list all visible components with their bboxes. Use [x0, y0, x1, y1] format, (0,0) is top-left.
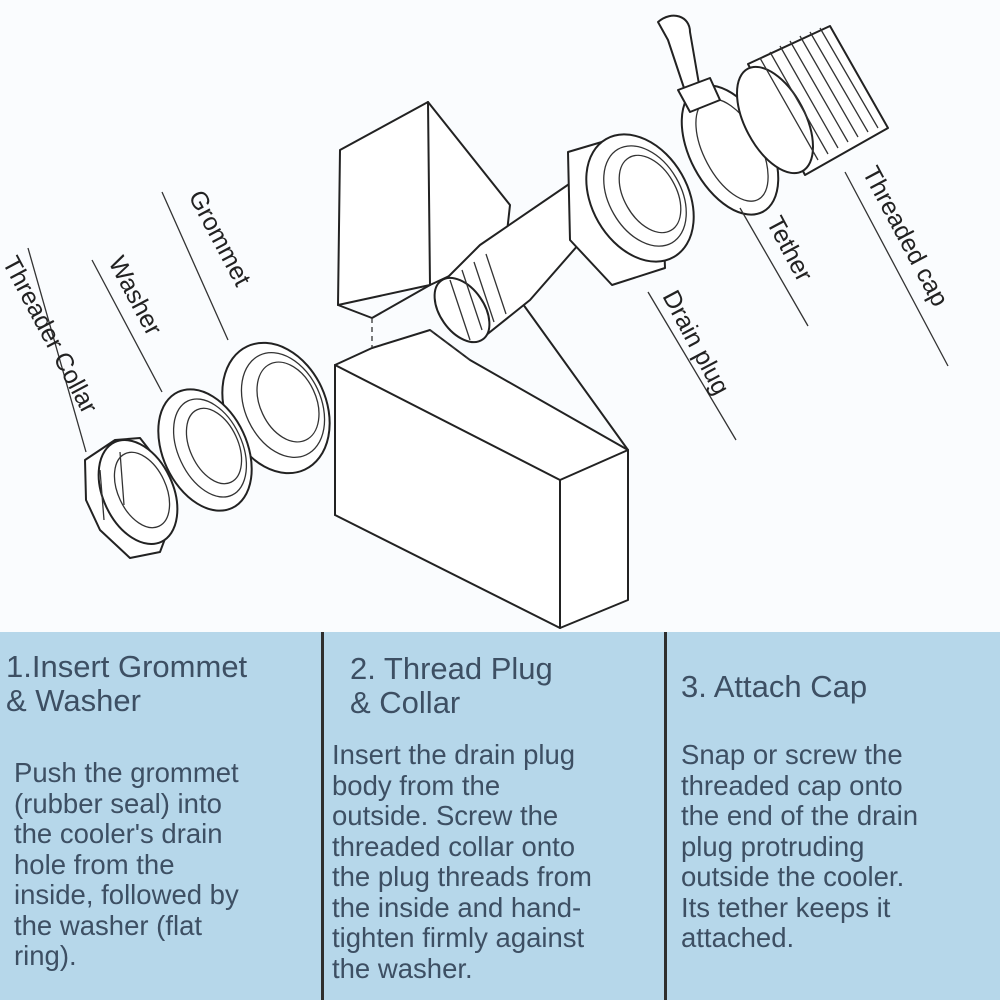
label-tether: Tether: [761, 212, 818, 286]
step-2: 2. Thread Plug & Collar Insert the drain…: [324, 632, 664, 1000]
step-1: 1.Insert Grommet & Washer Push the gromm…: [0, 632, 322, 1000]
diagram-illustration: Threader Collar Washer Grommet Drain plu…: [0, 14, 954, 629]
exploded-diagram: Threader Collar Washer Grommet Drain plu…: [0, 14, 954, 629]
grommet-part: [221, 341, 331, 475]
leader-lines: [27, 171, 949, 453]
step-3-text: Snap or screw the threaded cap onto the …: [681, 739, 918, 953]
label-washer: Washer: [103, 252, 168, 340]
column-divider-2: [664, 632, 667, 1000]
label-grommet: Grommet: [183, 186, 257, 291]
step-1-title: 1.Insert Grommet & Washer: [6, 649, 248, 718]
step-2-title: 2. Thread Plug & Collar: [350, 651, 553, 720]
washer-part: [157, 388, 253, 512]
step-3-title: 3. Attach Cap: [681, 669, 868, 704]
column-divider-1: [321, 632, 324, 1000]
step-3: 3. Attach Cap Snap or screw the threaded…: [667, 632, 1000, 1000]
step-2-text: Insert the drain plug body from the outs…: [332, 739, 592, 984]
label-threaded-cap: Threaded cap: [857, 162, 954, 311]
drain-plug-part: [433, 133, 695, 344]
instruction-steps: 1.Insert Grommet & Washer Push the gromm…: [0, 632, 1000, 1000]
threaded-cap-part: [736, 25, 889, 176]
step-1-text: Push the grommet (rubber seal) into the …: [14, 757, 239, 971]
threader-collar-part: [84, 437, 179, 559]
label-threader-collar: Threader Collar: [0, 252, 103, 419]
label-drain-plug: Drain plug: [657, 286, 735, 400]
